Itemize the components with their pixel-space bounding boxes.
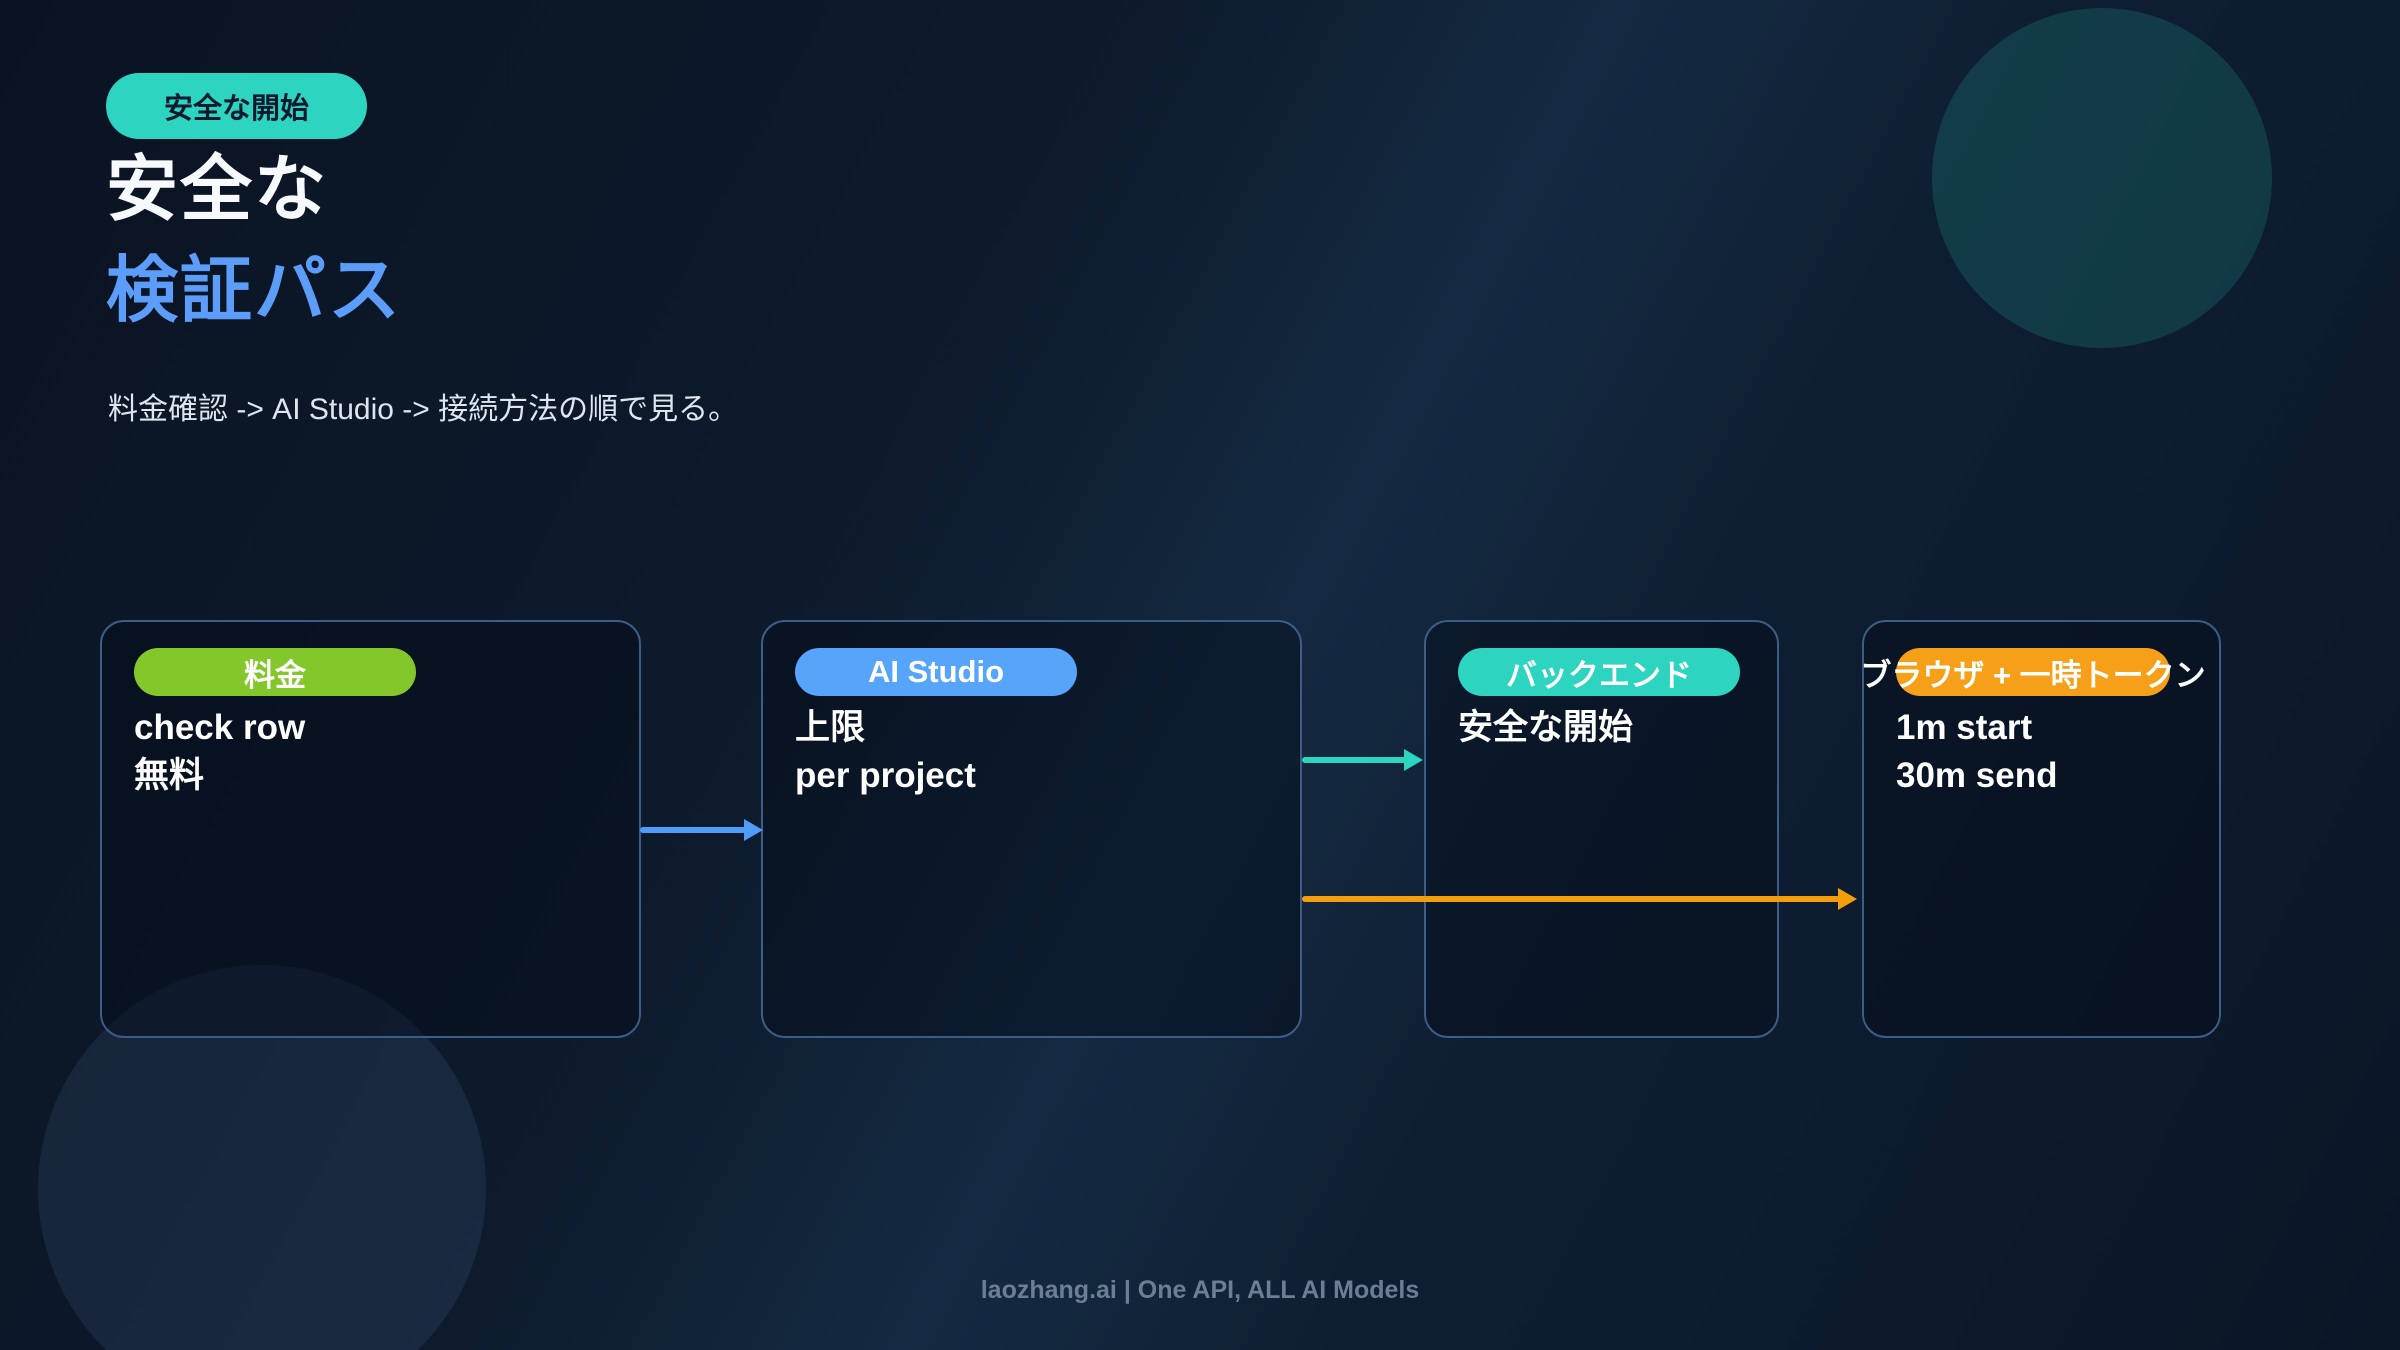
flow-card-pricing: 料金 check row 無料 — [100, 620, 641, 1038]
footer-credit: laozhang.ai | One API, ALL AI Models — [980, 1276, 1420, 1304]
page-title-line1: 安全な — [106, 150, 329, 230]
browser-token-pill: ブラウザ + 一時トークン — [1860, 648, 2206, 696]
page-title: 安全な 検証パス — [106, 140, 402, 342]
flow-card-browser-token: ブラウザ + 一時トークン 1m start 30m send — [1860, 620, 2221, 1038]
arrow-ai-studio-to-backend-head — [1404, 749, 1423, 771]
arrow-ai-studio-to-browser-token-head — [1838, 888, 1857, 910]
pricing-pill: 料金 — [134, 648, 416, 696]
card-text-line: 1m start — [1896, 708, 2033, 747]
card-text-line: 上限 — [795, 708, 866, 747]
arrow-pricing-to-ai-studio-head — [744, 819, 763, 841]
decorative-circle-top-right — [1932, 8, 2272, 348]
card-text-line: 無料 — [134, 756, 205, 795]
header-badge-label: 安全な開始 — [163, 93, 309, 125]
ai-studio-pill-label: AI Studio — [867, 654, 1005, 689]
arrow-pricing-to-ai-studio — [640, 827, 746, 833]
arrow-ai-studio-to-backend — [1302, 757, 1406, 763]
pricing-pill-label: 料金 — [244, 657, 306, 693]
ai-studio-pill: AI Studio — [795, 648, 1077, 696]
card-text-line: check row — [134, 708, 306, 747]
card-text-line: 30m send — [1896, 756, 2058, 795]
browser-token-pill-label: ブラウザ + 一時トークン — [1860, 657, 2206, 693]
flow-card-backend: バックエンド 安全な開始 — [1424, 620, 1779, 1038]
header-badge: 安全な開始 — [106, 73, 367, 139]
arrow-ai-studio-to-browser-token — [1302, 896, 1840, 902]
card-text-line: 安全な開始 — [1458, 708, 1634, 747]
flow-card-ai-studio: AI Studio 上限 per project — [761, 620, 1302, 1038]
backend-pill: バックエンド — [1458, 648, 1740, 696]
backend-pill-label: バックエンド — [1506, 657, 1692, 693]
page-title-line2: 検証パス — [106, 251, 403, 331]
card-text-line: per project — [795, 756, 976, 795]
subtitle: 料金確認 -> AI Studio -> 接続方法の順で見る。 — [108, 393, 739, 426]
